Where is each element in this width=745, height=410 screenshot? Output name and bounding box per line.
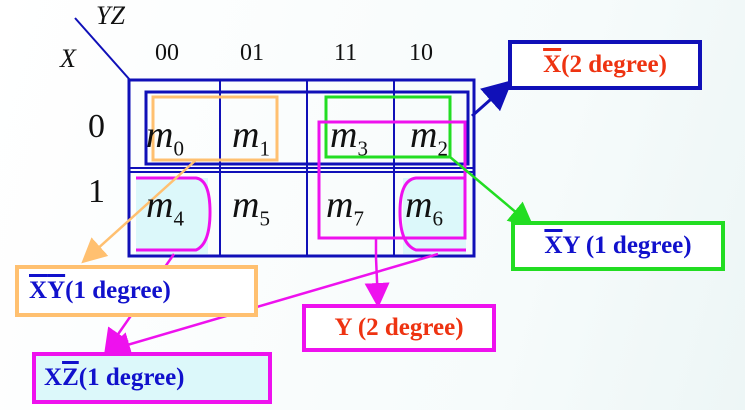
label-xbar-y-rest: Y (1 degree) — [562, 232, 692, 259]
cell-m7-index: 7 — [353, 206, 364, 231]
cell-m6: m6 — [405, 183, 443, 232]
label-x-zbar-x: X — [44, 364, 63, 391]
cell-m0-base: m — [146, 114, 174, 156]
label-x-zbar-z: Z — [62, 364, 79, 391]
label-y-2-degree: Y (2 degree) — [302, 304, 496, 352]
cell-m6-base: m — [405, 184, 433, 226]
cell-m3-index: 3 — [357, 136, 368, 161]
cell-m4-base: m — [146, 184, 174, 226]
group-xbar-outline — [144, 90, 470, 166]
arrow-x-zbar-right — [105, 252, 439, 357]
cell-m2-base: m — [410, 114, 438, 156]
col-header-10: 10 — [409, 40, 433, 66]
label-xbar-rest: (2 degree) — [561, 51, 667, 78]
row-variable-label: X — [60, 44, 76, 73]
cell-m2-index: 2 — [437, 136, 448, 161]
arrow-xbar-ybar — [81, 159, 197, 264]
label-xbar-2-degree: X (2 degree) — [508, 40, 702, 90]
cell-m7-base: m — [326, 184, 354, 226]
cell-m6-index: 6 — [432, 206, 443, 231]
cell-m1: m1 — [232, 113, 270, 162]
label-xbar-y-var: X — [544, 232, 563, 259]
cell-fill-m4 — [136, 178, 208, 254]
group-xbar-y-outline — [324, 95, 452, 159]
label-xbar-var: X — [543, 51, 562, 78]
cell-m3-base: m — [330, 114, 358, 156]
cell-m1-base: m — [232, 114, 260, 156]
cell-m5-base: m — [232, 184, 260, 226]
group-xbar-ybar-outline — [151, 95, 279, 162]
label-xbar-ybar-rest: (1 degree) — [65, 277, 171, 304]
cell-fill-m6 — [403, 178, 466, 254]
cell-m1-index: 1 — [259, 136, 270, 161]
arrow-xbar-y — [449, 156, 534, 228]
cell-m4-index: 4 — [173, 206, 184, 231]
col-header-00: 00 — [155, 40, 179, 66]
group-x-zbar-left — [136, 176, 212, 252]
group-x-zbar-right — [398, 176, 466, 252]
cell-m5-index: 5 — [259, 206, 270, 231]
label-y-text: Y (2 degree) — [334, 314, 464, 341]
cell-m0: m0 — [146, 113, 184, 162]
arrow-xbar — [471, 80, 513, 118]
cell-m3: m3 — [330, 113, 368, 162]
group-y-outline — [317, 120, 467, 240]
cell-m0-index: 0 — [173, 136, 184, 161]
row-header-1: 1 — [88, 173, 105, 210]
label-x-zbar-rest: (1 degree) — [78, 364, 185, 391]
cell-m4: m4 — [146, 183, 184, 232]
cell-m5: m5 — [232, 183, 270, 232]
row-header-0: 0 — [88, 108, 105, 145]
col-header-11: 11 — [334, 40, 358, 66]
cell-m7: m7 — [326, 183, 364, 232]
corner-diagonal — [74, 17, 131, 81]
label-xbar-ybar-y: Y — [47, 277, 66, 304]
col-variable-label: YZ — [96, 1, 125, 30]
col-header-01: 01 — [240, 40, 264, 66]
cell-m2: m2 — [410, 113, 448, 162]
label-xbar-ybar-x: X — [29, 277, 48, 304]
arrow-y — [364, 238, 390, 308]
